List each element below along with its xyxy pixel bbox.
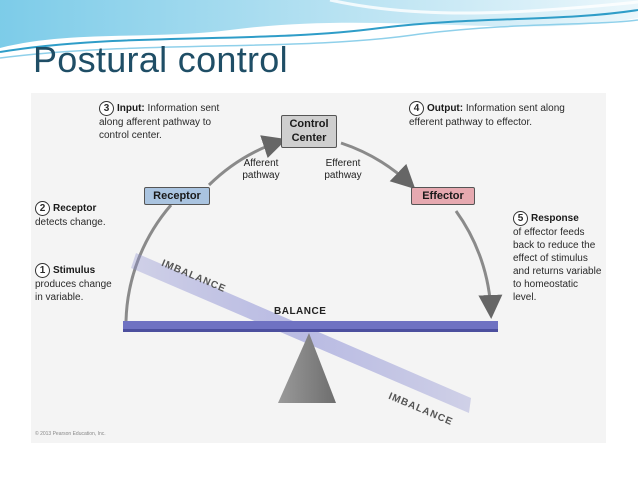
- step-3-title: Input:: [117, 103, 145, 114]
- control-center-line2: Center: [291, 132, 327, 144]
- step-1-text: produces change in variable.: [35, 279, 112, 303]
- balance-bar: [123, 321, 498, 329]
- step-2-number: 2: [35, 201, 50, 216]
- step-2-text: detects change.: [35, 217, 106, 228]
- step-3-text: Information sent along afferent pathway …: [99, 103, 220, 141]
- homeostasis-diagram: Control Center Receptor Effector Afferen…: [31, 93, 606, 443]
- afferent-line1: Afferent: [243, 158, 279, 169]
- step-5-text: of effector feeds back to reduce the eff…: [513, 227, 602, 303]
- step-4-number: 4: [409, 101, 424, 116]
- fulcrum: [278, 333, 336, 403]
- effector-box: Effector: [411, 187, 475, 205]
- efferent-line1: Efferent: [325, 158, 361, 169]
- control-center-line1: Control: [289, 118, 329, 130]
- step-4-text: Information sent along efferent pathway …: [409, 103, 565, 128]
- afferent-line2: pathway: [242, 170, 280, 181]
- header-wave-decoration: [0, 0, 638, 59]
- control-center-box: Control Center: [281, 115, 337, 148]
- step-1-title: Stimulus: [53, 265, 96, 276]
- diagram-graphics: [123, 135, 503, 413]
- step-5-number: 5: [513, 211, 528, 226]
- imbalance-bar: [131, 253, 471, 413]
- afferent-pathway-label: Afferent pathway: [231, 158, 291, 182]
- step-4-title: Output:: [427, 103, 464, 114]
- step-2-title: Receptor: [53, 203, 97, 214]
- efferent-pathway-label: Efferent pathway: [313, 158, 373, 182]
- efferent-line2: pathway: [324, 170, 362, 181]
- balance-label: BALANCE: [274, 306, 327, 317]
- copyright-credit: © 2013 Pearson Education, Inc.: [35, 431, 106, 437]
- slide-header: [0, 0, 638, 70]
- step-1-number: 1: [35, 263, 50, 278]
- step-5-title: Response: [531, 213, 579, 224]
- receptor-box: Receptor: [144, 187, 210, 205]
- slide-title: Postural control: [33, 39, 288, 80]
- step-3-number: 3: [99, 101, 114, 116]
